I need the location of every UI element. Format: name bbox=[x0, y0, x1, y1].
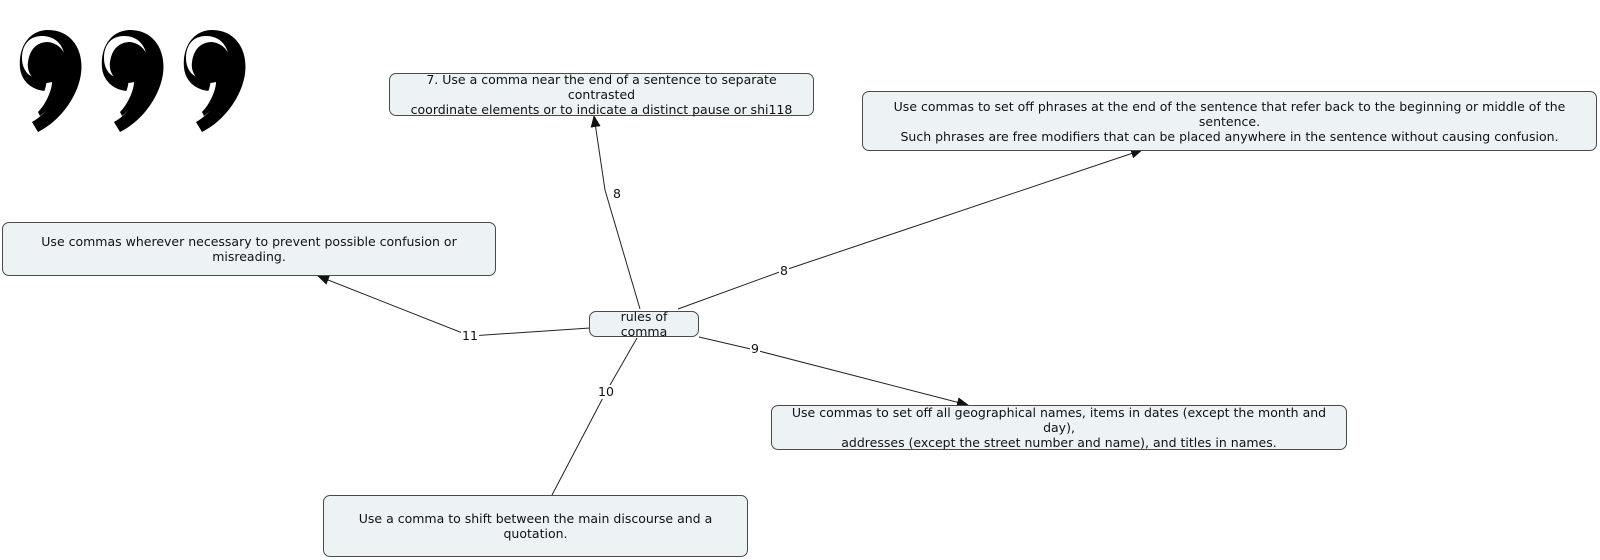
concept-rule-7[interactable]: 7. Use a comma near the end of a sentenc… bbox=[389, 72, 814, 117]
concept-free-modifiers-text: Use commas to set off phrases at the end… bbox=[893, 98, 1566, 144]
concept-prevent-confusion[interactable]: Use commas wherever necessary to prevent… bbox=[2, 222, 496, 276]
edge-label-center-nfree: 8 bbox=[779, 263, 789, 278]
concept-quotation-text: Use a comma to shift between the main di… bbox=[358, 511, 713, 541]
concept-geographical-text: Use commas to set off all geographical n… bbox=[791, 405, 1327, 450]
edge-center-to-ngeo bbox=[698, 336, 969, 408]
concept-center-label: rules of comma bbox=[620, 309, 668, 339]
concept-geographical[interactable]: Use commas to set off all geographical n… bbox=[771, 405, 1347, 450]
edge-center-to-nfree bbox=[677, 148, 1143, 310]
edge-center-to-nquote bbox=[551, 337, 638, 496]
comma-quote-icon bbox=[19, 30, 246, 132]
edge-label-center-n7: 8 bbox=[612, 186, 622, 201]
concept-free-modifiers[interactable]: Use commas to set off phrases at the end… bbox=[862, 91, 1597, 151]
concept-center[interactable]: rules of comma bbox=[589, 309, 699, 339]
concept-quotation[interactable]: Use a comma to shift between the main di… bbox=[323, 495, 748, 557]
concept-prevent-confusion-text: Use commas wherever necessary to prevent… bbox=[41, 234, 457, 264]
edge-label-center-nconf: 11 bbox=[461, 328, 479, 343]
edge-label-center-nquote: 10 bbox=[597, 384, 615, 399]
edge-center-to-nconf bbox=[317, 275, 591, 337]
concept-rule-7-text: 7. Use a comma near the end of a sentenc… bbox=[410, 72, 793, 117]
edge-center-to-n7 bbox=[590, 115, 641, 310]
edge-label-center-ngeo: 9 bbox=[750, 341, 760, 356]
